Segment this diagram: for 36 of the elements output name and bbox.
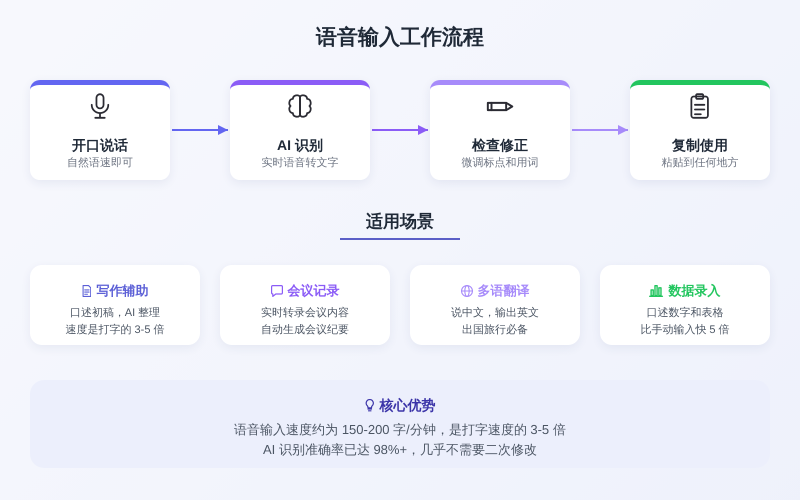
scenario-card [600,265,770,345]
step-title: 复制使用 [672,136,728,154]
card-heading: 会议记录 [288,282,340,299]
card-text: 速度是打字的 3-5 倍 [65,322,164,338]
step-card [30,80,170,180]
arrow [172,125,228,135]
step-title: 开口说话 [72,136,128,154]
scenario-card [220,265,390,345]
step-title: 检查修正 [472,136,528,154]
arrow [572,125,628,135]
card-heading: 多语翻译 [478,282,530,299]
card-heading: 写作辅助 [96,282,148,299]
scenario-card [410,265,580,345]
step-description: 微调标点和用词 [462,156,538,171]
step-description: 自然语速即可 [67,156,133,171]
panel-text: 语音输入速度约为 150-200 字/分钟，是打字速度的 3-5 倍 [234,421,566,439]
step-card [430,80,570,180]
card-text: 出国旅行必备 [462,322,528,338]
step-card [230,80,370,180]
section-heading: 适用场景 [366,211,434,233]
step-card [630,80,770,180]
title: 语音输入工作流程 [316,24,484,51]
card-heading: 数据录入 [668,282,721,299]
card-text: 实时转录会议内容 [261,306,349,321]
panel-heading: 核心优势 [379,396,436,414]
card-text: 口述数字和表格 [646,306,724,321]
step-description: 粘贴到任何地方 [662,156,738,171]
card-text: 比手动输入快 5 倍 [640,323,730,338]
card-text: 说中文，输出英文 [451,306,539,321]
step-title: AI 识别 [277,136,323,154]
card-text: 自动生成会议纪要 [261,323,349,338]
card-text: 口述初稿，AI 整理 [70,306,160,321]
panel-text: AI 识别准确率已达 98%+，几乎不需要二次修改 [262,441,538,459]
step-description: 实时语音转文字 [262,156,338,171]
arrow [372,125,428,135]
scenario-card [30,265,200,345]
